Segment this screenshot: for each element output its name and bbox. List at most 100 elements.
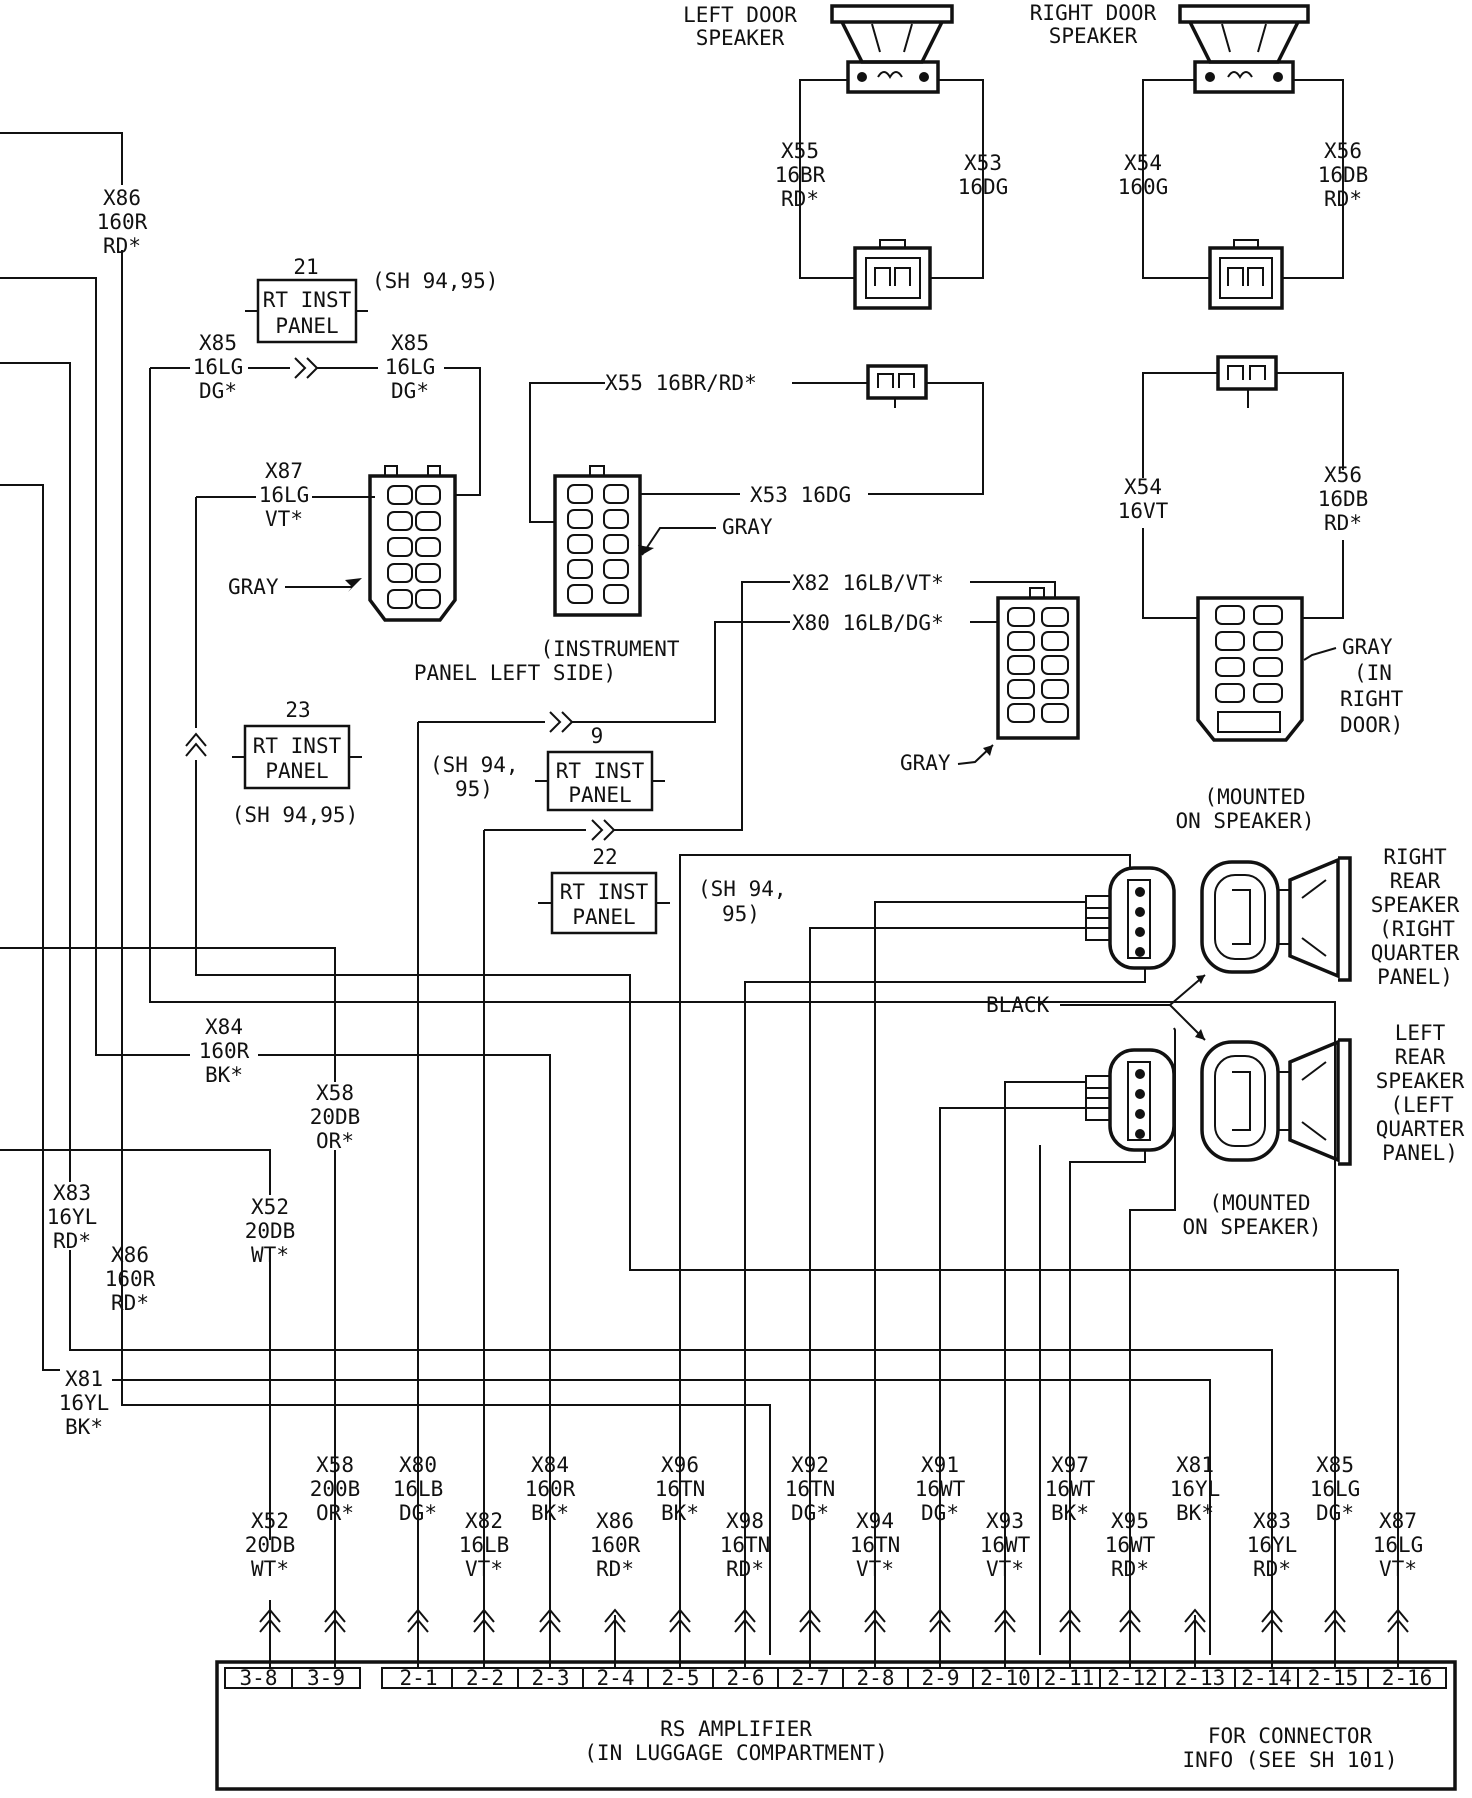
svg-text:X83: X83	[53, 1181, 91, 1205]
amp-pin-number: 2-8	[857, 1666, 895, 1690]
svg-text:(LEFT: (LEFT	[1390, 1093, 1454, 1117]
mounted-bottom-label-1: (MOUNTED	[1209, 1191, 1310, 1215]
amp-pin-wire-label: 16TN	[785, 1477, 836, 1501]
amp-pin-wire-label: 160R	[525, 1477, 576, 1501]
svg-text:X85: X85	[199, 331, 237, 355]
amp-pin-wire-label: 16WT	[1105, 1533, 1156, 1557]
amp-pin-wire-label: WT*	[251, 1557, 289, 1581]
amp-pin-number: 2-6	[727, 1666, 765, 1690]
amp-pin-wire-label: X96	[661, 1453, 699, 1477]
svg-text:X86: X86	[103, 186, 141, 210]
inline-connector-9: 9 RT INST PANEL (SH 94, 95)	[430, 724, 665, 812]
amp-pin-wire-label: DG*	[921, 1501, 959, 1525]
svg-text:95): 95)	[455, 777, 493, 801]
amplifier-location: (IN LUGGAGE COMPARTMENT)	[584, 1741, 887, 1765]
svg-text:9: 9	[591, 724, 604, 748]
svg-text:160R: 160R	[105, 1267, 156, 1291]
svg-text:16YL: 16YL	[47, 1205, 98, 1229]
wire-label-x56-door: X56 16DB RD*	[1318, 139, 1369, 211]
right-door-speaker-label-2: SPEAKER	[1049, 24, 1138, 48]
amp-pin-wire-label: X86	[596, 1509, 634, 1533]
svg-text:X81: X81	[65, 1367, 103, 1391]
amp-pin-wire-label: 200B	[310, 1477, 361, 1501]
amp-pin-wire-label: X84	[531, 1453, 569, 1477]
amp-pin-number: 2-9	[922, 1666, 960, 1690]
in-right-door-label: GRAY (IN RIGHT DOOR)	[1340, 635, 1404, 737]
amp-pin-number: 2-3	[532, 1666, 570, 1690]
wire-label-x82-horiz: X82 16LB/VT*	[792, 571, 944, 595]
left-door-speaker-label-2: SPEAKER	[696, 26, 785, 50]
amp-pin-wire-label: 16LG	[1373, 1533, 1424, 1557]
wire-label-x86-low: X86 160R RD*	[105, 1243, 156, 1315]
wire-label-x83-left: X83 16YL RD*	[47, 1181, 98, 1253]
svg-text:(SH 94,95): (SH 94,95)	[232, 803, 358, 827]
wire-label-x85-left: X85 16LG DG*	[193, 331, 244, 403]
wire-label-x55-horiz: X55 16BR/RD*	[605, 371, 757, 395]
svg-text:DG*: DG*	[199, 379, 237, 403]
amp-pin-wire-label: VT*	[856, 1557, 894, 1581]
svg-text:16BR: 16BR	[775, 163, 826, 187]
inline-connector-23: 23 RT INST PANEL (SH 94,95)	[232, 698, 362, 827]
svg-text:DG*: DG*	[391, 379, 429, 403]
svg-text:22: 22	[592, 845, 617, 869]
amp-pin-wire-label: X94	[856, 1509, 894, 1533]
amp-pin-wire-label: X52	[251, 1509, 289, 1533]
svg-text:QUARTER: QUARTER	[1371, 941, 1460, 965]
black-label: BLACK	[986, 993, 1050, 1017]
svg-text:X85: X85	[391, 331, 429, 355]
svg-text:RT INST: RT INST	[253, 734, 342, 758]
speaker-icon	[1288, 857, 1340, 979]
svg-text:X86: X86	[111, 1243, 149, 1267]
svg-text:RD*: RD*	[103, 234, 141, 258]
svg-text:(IN: (IN	[1354, 661, 1392, 685]
svg-text:DOOR): DOOR)	[1340, 713, 1403, 737]
amp-pin-wire-label: X87	[1379, 1509, 1417, 1533]
svg-text:16DB: 16DB	[1318, 163, 1369, 187]
svg-text:QUARTER: QUARTER	[1376, 1117, 1465, 1141]
amp-pin-wire-label: 16LG	[1310, 1477, 1361, 1501]
svg-text:X87: X87	[265, 459, 303, 483]
door-harness-runs: X55 16BR/RD* X53 16DG	[592, 364, 984, 507]
amp-pin-wire-label: 20DB	[245, 1533, 296, 1557]
svg-text:REAR: REAR	[1395, 1045, 1446, 1069]
speaker-icon	[1288, 1039, 1340, 1163]
amp-pin-wire-label: BK*	[1051, 1501, 1089, 1525]
wire-label-x80-horiz: X80 16LB/DG*	[792, 611, 944, 635]
amp-pin-number: 2-2	[466, 1666, 504, 1690]
right-door-speaker-label-1: RIGHT DOOR	[1030, 1, 1157, 25]
rs-amplifier: RS AMPLIFIER (IN LUGGAGE COMPARTMENT) FO…	[215, 1660, 1457, 1791]
svg-text:RD*: RD*	[53, 1229, 91, 1253]
svg-text:GRAY: GRAY	[1342, 635, 1393, 659]
svg-text:SPEAKER: SPEAKER	[1376, 1069, 1465, 1093]
amp-pin-wire-label: 16LB	[393, 1477, 444, 1501]
svg-text:RT INST: RT INST	[556, 759, 645, 783]
inline-connector-21: 21 RT INST PANEL (SH 94,95)	[245, 255, 498, 344]
amp-pin-number: 2-1	[400, 1666, 438, 1690]
amp-pin-wire-label: X83	[1253, 1509, 1291, 1533]
svg-text:RD*: RD*	[781, 187, 819, 211]
svg-text:(RIGHT: (RIGHT	[1379, 917, 1455, 941]
left-wire-runs	[0, 132, 1399, 1655]
svg-text:RT INST: RT INST	[560, 880, 649, 904]
amp-pin-number: 2-14	[1241, 1666, 1292, 1690]
svg-text:PANEL): PANEL)	[1382, 1141, 1458, 1165]
amp-pin-wire-label: 16WT	[1045, 1477, 1096, 1501]
amp-pin-wire-label: X58	[316, 1453, 354, 1477]
amplifier-name: RS AMPLIFIER	[660, 1717, 812, 1741]
amp-pin-wire-label: 16TN	[720, 1533, 771, 1557]
amp-pin-wire-label: DG*	[791, 1501, 829, 1525]
amp-pin-wire-label: VT*	[465, 1557, 503, 1581]
svg-text:BK*: BK*	[205, 1063, 243, 1087]
